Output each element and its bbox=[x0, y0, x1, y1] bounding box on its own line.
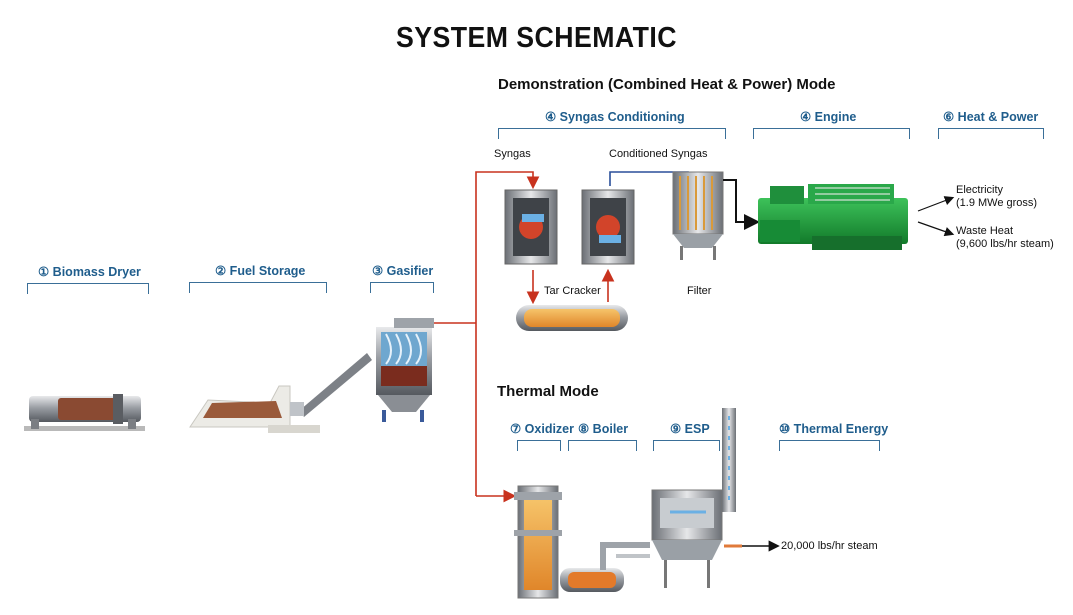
bracket-thermal-energy bbox=[779, 440, 880, 451]
stage-esp: ⑨ ESP bbox=[670, 422, 710, 436]
stage-boiler: ⑧ Boiler bbox=[578, 422, 629, 436]
esp-illustration bbox=[651, 408, 736, 588]
bracket-engine bbox=[753, 128, 910, 139]
filter-illustration bbox=[672, 171, 724, 260]
stage-heat-power: ⑥ Heat & Power bbox=[943, 110, 1039, 124]
filter-to-engine-line bbox=[723, 179, 760, 230]
engine-illustration bbox=[758, 184, 908, 250]
bracket-gasifier bbox=[370, 282, 434, 293]
heat-power-output-arrows bbox=[917, 196, 955, 237]
label-waste-heat-value: (9,600 lbs/hr steam) bbox=[956, 238, 1054, 250]
mode-heading-demo: Demonstration (Combined Heat & Power) Mo… bbox=[498, 76, 836, 93]
syngas-flow-lines bbox=[434, 171, 615, 503]
label-waste-heat: Waste Heat bbox=[956, 225, 1014, 237]
fuel-storage-illustration bbox=[189, 353, 372, 433]
stage-biomass-dryer: ① Biomass Dryer bbox=[38, 265, 141, 279]
tar-cracker-illustration bbox=[504, 189, 635, 331]
biomass-dryer-illustration bbox=[24, 394, 145, 431]
page-title: SYSTEM SCHEMATIC bbox=[395, 22, 678, 54]
mode-heading-thermal: Thermal Mode bbox=[497, 383, 599, 400]
stage-gasifier: ③ Gasifier bbox=[372, 264, 434, 278]
bracket-esp bbox=[653, 440, 720, 451]
bracket-heat-power bbox=[938, 128, 1044, 139]
label-syngas: Syngas bbox=[494, 148, 531, 160]
label-conditioned-syngas: Conditioned Syngas bbox=[609, 148, 708, 160]
bracket-syngas-conditioning bbox=[498, 128, 726, 139]
bracket-boiler bbox=[568, 440, 637, 451]
boiler-illustration bbox=[560, 542, 650, 592]
bracket-fuel-storage bbox=[189, 282, 327, 293]
stage-engine: ④ Engine bbox=[800, 110, 857, 124]
stage-syngas-conditioning: ④ Syngas Conditioning bbox=[545, 110, 685, 124]
label-tar-cracker: Tar Cracker bbox=[544, 285, 601, 297]
label-filter: Filter bbox=[687, 285, 712, 297]
stage-thermal-energy: ⑩ Thermal Energy bbox=[779, 422, 889, 436]
gasifier-illustration bbox=[376, 318, 434, 422]
label-electricity: Electricity bbox=[956, 184, 1004, 196]
oxidizer-illustration bbox=[514, 485, 562, 599]
stage-fuel-storage: ② Fuel Storage bbox=[215, 264, 306, 278]
bracket-oxidizer bbox=[517, 440, 561, 451]
stage-oxidizer: ⑦ Oxidizer bbox=[510, 422, 575, 436]
bracket-biomass-dryer bbox=[27, 283, 149, 294]
label-electricity-value: (1.9 MWe gross) bbox=[956, 197, 1038, 209]
label-steam-output: 20,000 lbs/hr steam bbox=[781, 540, 878, 552]
